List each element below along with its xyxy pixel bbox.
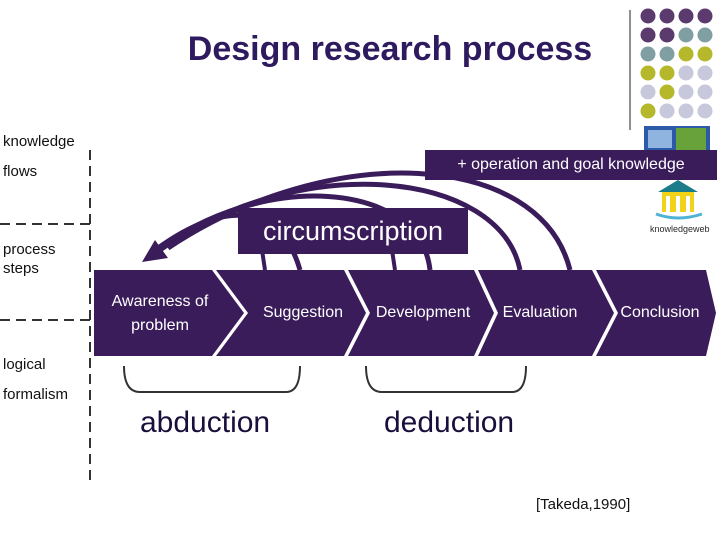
- label-knowledge: knowledge: [3, 133, 75, 150]
- decorative-dot: [697, 84, 713, 100]
- decorative-dot: [678, 46, 694, 62]
- decorative-dot: [659, 46, 675, 62]
- label-logical: logical: [3, 356, 46, 373]
- deduction-label: deduction: [384, 406, 515, 439]
- circumscription-box: circumscription: [238, 208, 468, 254]
- step-awareness-line2: problem: [131, 317, 189, 334]
- label-steps: steps: [3, 260, 39, 277]
- step-evaluation: Evaluation: [502, 304, 578, 321]
- label-formalism: formalism: [3, 386, 69, 403]
- decorative-dot: [697, 103, 713, 119]
- decorative-dot-grid: [629, 8, 713, 130]
- decorative-dot: [697, 8, 713, 24]
- decorative-dot: [678, 103, 694, 119]
- decorative-dot: [640, 46, 656, 62]
- citation: [Takeda,1990]: [536, 496, 631, 513]
- decorative-dot: [659, 8, 675, 24]
- decorative-dot: [678, 8, 694, 24]
- step-development: Development: [375, 304, 471, 321]
- decorative-dot: [659, 103, 675, 119]
- logo-graphic: [644, 126, 710, 220]
- step-suggestion: Suggestion: [262, 304, 344, 321]
- decorative-dot: [697, 46, 713, 62]
- decorative-dot: [697, 27, 713, 43]
- operation-goal-box: + operation and goal knowledge: [425, 150, 717, 180]
- process-steps-bar: [94, 270, 716, 356]
- decorative-dot: [640, 27, 656, 43]
- step-conclusion: Conclusion: [620, 304, 700, 321]
- decorative-dot: [640, 103, 656, 119]
- label-flows: flows: [3, 163, 38, 180]
- decorative-dot: [659, 27, 675, 43]
- decorative-dot: [659, 65, 675, 81]
- abduction-label: abduction: [140, 406, 271, 439]
- step-awareness-line1: Awareness of: [111, 293, 209, 310]
- decorative-dot: [640, 8, 656, 24]
- decorative-dot: [659, 84, 675, 100]
- decorative-dot: [697, 65, 713, 81]
- logo-text: knowledgeweb: [650, 224, 710, 234]
- page-title: Design research process: [187, 30, 593, 68]
- decorative-dot: [678, 27, 694, 43]
- logo: knowledgeweb: [642, 126, 712, 244]
- decorative-dot: [678, 65, 694, 81]
- decorative-dot: [640, 84, 656, 100]
- decorative-dot: [678, 84, 694, 100]
- decorative-dot: [640, 65, 656, 81]
- label-process: process: [3, 241, 56, 258]
- step-awareness: Awareness of problem: [100, 290, 220, 338]
